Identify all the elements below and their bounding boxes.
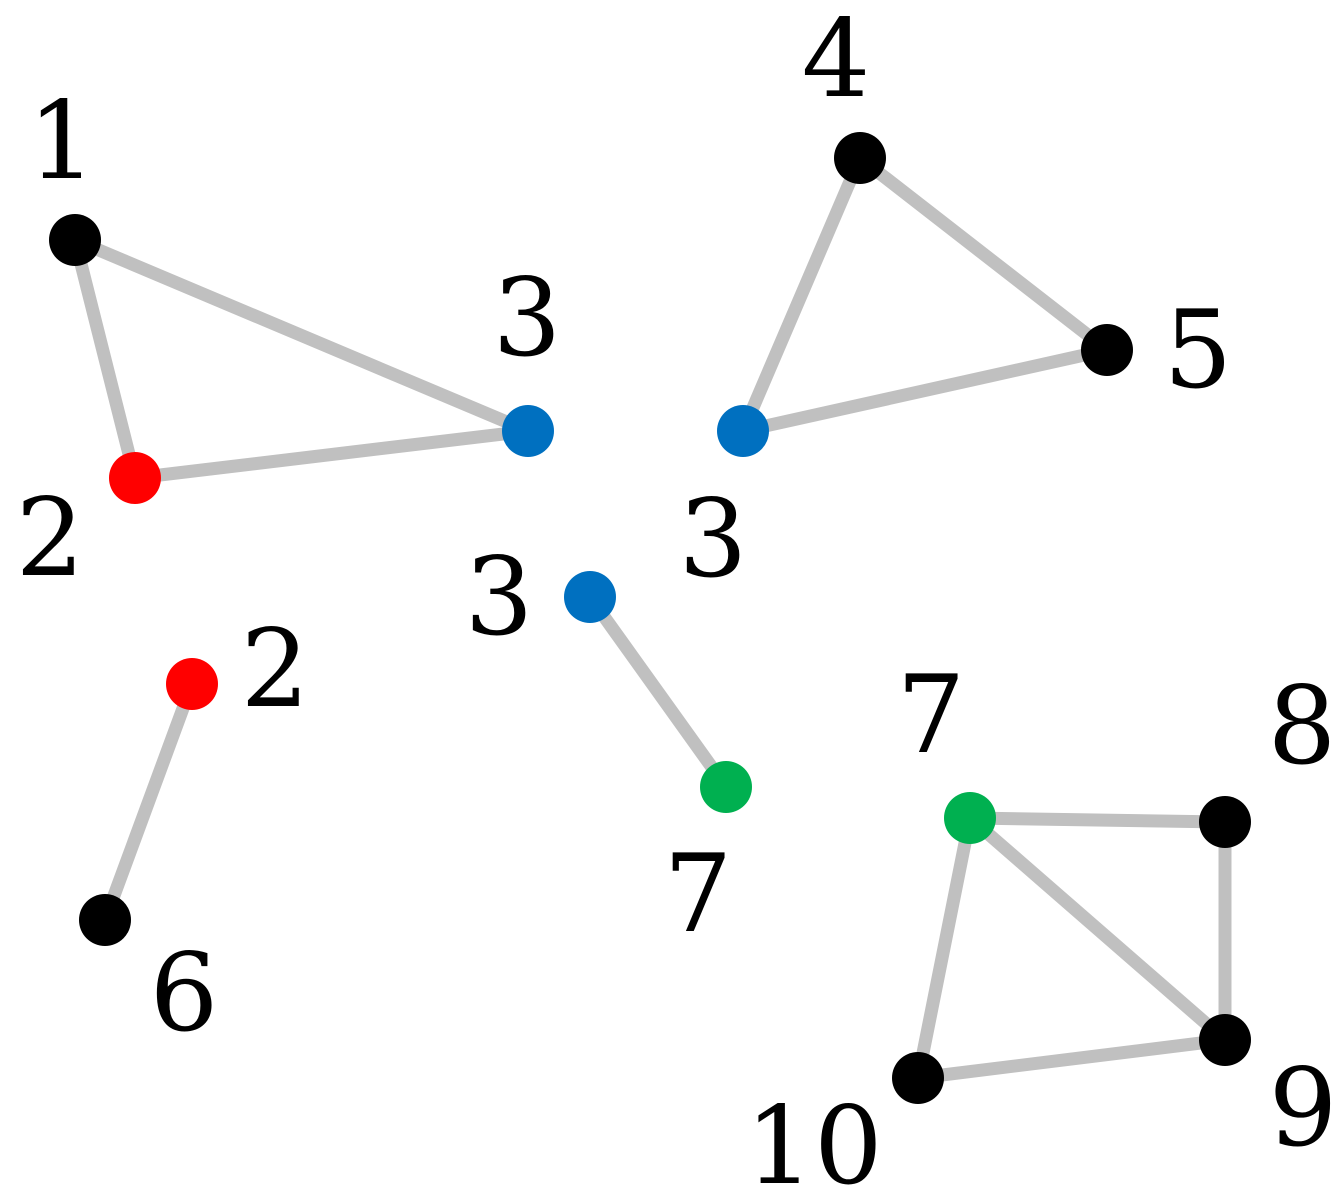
graph-d-label-d7: 7 [664, 832, 733, 957]
graph-b-edge-b4-b3 [736, 151, 867, 438]
graph-e-node-e8 [1199, 796, 1251, 848]
graph-a-node-a3 [502, 405, 554, 457]
graph-a-edge-a1-a3 [68, 233, 535, 438]
graph-d-node-d7 [700, 761, 752, 813]
graph-a-edge-a1-a2 [68, 233, 142, 485]
graph-b-label-b4: 4 [802, 0, 871, 122]
graph-c-node-c6 [79, 894, 131, 946]
graph-e-node-e9 [1199, 1014, 1251, 1066]
graph-c-node-c2 [166, 658, 218, 710]
graph-b-node-b3 [717, 405, 769, 457]
graph-a-label-a2: 2 [16, 476, 85, 601]
graph-a-label-a3: 3 [493, 256, 562, 381]
edges-layer [68, 151, 1232, 1085]
graph-e-edge-e7-e9 [963, 811, 1232, 1047]
graph-e-label-e10: 10 [745, 1084, 882, 1198]
graph-b-node-b4 [834, 132, 886, 184]
graph-b-node-b5 [1081, 324, 1133, 376]
graph-c-label-c2: 2 [241, 607, 310, 732]
graph-e-node-e7 [944, 792, 996, 844]
nodes-layer [49, 132, 1251, 1104]
graph-e-label-e8: 8 [1268, 664, 1337, 789]
graph-a-node-a1 [49, 214, 101, 266]
graph-e-label-e7: 7 [897, 653, 966, 778]
graph-c-label-c6: 6 [150, 931, 219, 1056]
graph-e-edge-e9-e10 [911, 1033, 1232, 1085]
graph-b-label-b3: 3 [679, 477, 748, 602]
graph-e-label-e9: 9 [1269, 1046, 1338, 1171]
graph-b-label-b5: 5 [1164, 288, 1233, 413]
graph-a-label-a1: 1 [28, 79, 97, 204]
graph-d-edge-d3-d7 [583, 590, 733, 794]
graph-d-node-d3 [564, 571, 616, 623]
graph-c-edge-c2-c6 [98, 677, 199, 927]
graph-b-edge-b4-b5 [853, 151, 1114, 357]
graph-e-edge-e7-e8 [963, 811, 1232, 829]
graph-b-edge-b3-b5 [736, 343, 1114, 438]
graph-a-edge-a2-a3 [128, 424, 535, 485]
graph-d-label-d3: 3 [465, 535, 534, 660]
graph-e-node-e10 [892, 1052, 944, 1104]
graph-e-edge-e7-e10 [911, 811, 977, 1085]
graph-a-node-a2 [109, 452, 161, 504]
